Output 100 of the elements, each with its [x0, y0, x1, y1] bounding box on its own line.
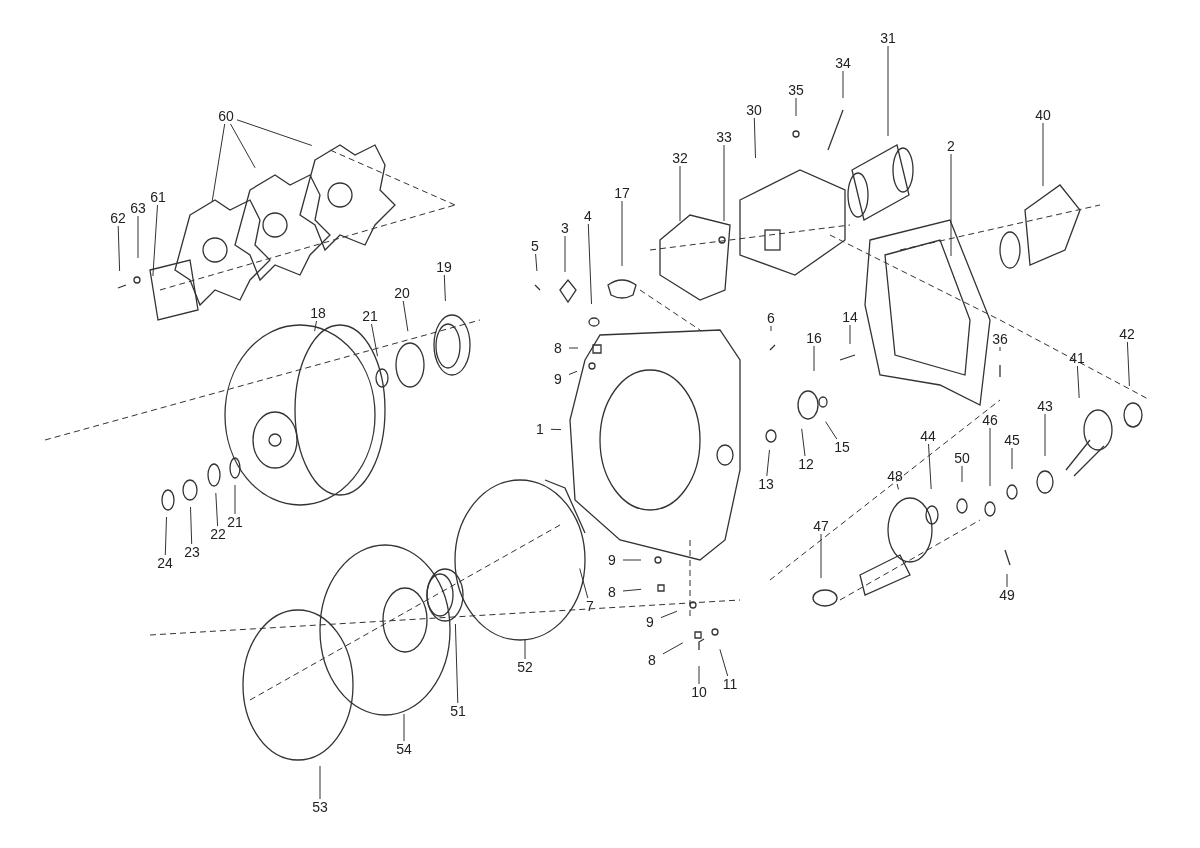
callout-number: 44	[917, 428, 939, 444]
leader-line	[314, 320, 317, 332]
callout-number: 54	[393, 741, 415, 757]
callout-number: 12	[795, 456, 817, 472]
leader-line	[550, 428, 562, 431]
leader-line	[999, 346, 1001, 352]
callout-number: 9	[639, 614, 661, 630]
leader-line	[698, 665, 700, 685]
leader-line	[319, 765, 321, 800]
leader-line	[1044, 413, 1046, 457]
leader-line	[622, 559, 642, 561]
callout-number: 51	[447, 703, 469, 719]
leader-line	[230, 123, 256, 169]
callout-number: 33	[713, 129, 735, 145]
callout-number: 3	[554, 220, 576, 236]
callout-number: 21	[359, 308, 381, 324]
callout-number: 49	[996, 587, 1018, 603]
leader-line	[719, 648, 729, 677]
leader-line	[1042, 122, 1044, 187]
leader-line	[622, 588, 642, 592]
callout-number: 62	[107, 210, 129, 226]
leader-line	[887, 45, 889, 137]
leader-line	[402, 300, 409, 332]
callout-number: 18	[307, 305, 329, 321]
callout-number: 48	[884, 468, 906, 484]
callout-number: 5	[524, 238, 546, 254]
callout-number: 13	[755, 476, 777, 492]
callout-number: 53	[309, 799, 331, 815]
leader-line	[989, 427, 991, 487]
leader-line	[211, 123, 226, 202]
callout-number: 35	[785, 82, 807, 98]
callout-number: 36	[989, 331, 1011, 347]
leader-line	[587, 223, 592, 305]
leader-line	[660, 610, 678, 619]
leader-line	[579, 568, 589, 599]
leader-line	[215, 492, 219, 527]
callout-number: 23	[181, 544, 203, 560]
callout-number: 2	[940, 138, 962, 154]
leader-line	[454, 623, 459, 704]
leader-line	[568, 370, 578, 375]
callout-number: 20	[391, 285, 413, 301]
leader-line	[568, 347, 579, 349]
callout-number: 1	[529, 421, 551, 437]
leader-line	[1126, 341, 1130, 387]
leader-line	[443, 274, 446, 302]
callout-number: 45	[1001, 432, 1023, 448]
callout-number: 11	[719, 676, 741, 692]
callout-number: 40	[1032, 107, 1054, 123]
leader-line	[662, 642, 684, 655]
leader-line	[524, 638, 526, 660]
leader-line	[679, 165, 681, 222]
callout-number: 60	[215, 108, 237, 124]
leader-line	[950, 153, 952, 257]
leader-line	[896, 483, 899, 490]
leader-line	[117, 225, 121, 272]
callout-number: 19	[433, 259, 455, 275]
leader-line	[564, 235, 566, 273]
callout-number: 10	[688, 684, 710, 700]
leader-line	[795, 97, 797, 117]
callout-number: 61	[147, 189, 169, 205]
callout-number: 14	[839, 309, 861, 325]
leader-line	[801, 428, 806, 457]
leader-line	[849, 324, 851, 345]
callout-number: 47	[810, 518, 832, 534]
callout-number: 7	[579, 598, 601, 614]
callout-number: 9	[547, 371, 569, 387]
leader-line	[766, 449, 770, 477]
callout-number: 6	[760, 310, 782, 326]
leader-line	[234, 484, 236, 515]
leader-line	[1076, 365, 1080, 399]
leader-line	[535, 253, 538, 272]
callout-number: 52	[514, 659, 536, 675]
leader-line	[137, 215, 139, 259]
callout-number: 43	[1034, 398, 1056, 414]
leader-line	[621, 200, 623, 267]
callout-number: 4	[577, 208, 599, 224]
callout-number: 32	[669, 150, 691, 166]
leader-line	[820, 533, 822, 579]
leader-line	[152, 204, 158, 277]
leader-line	[1006, 573, 1008, 588]
callout-number: 15	[831, 439, 853, 455]
callout-number: 34	[832, 55, 854, 71]
leader-line	[961, 465, 963, 483]
leader-line	[1011, 447, 1013, 470]
callout-number: 8	[641, 652, 663, 668]
leader-line	[236, 119, 313, 146]
callout-number: 41	[1066, 350, 1088, 366]
leader-line	[842, 70, 844, 99]
leader-line	[813, 345, 815, 372]
callout-number: 16	[803, 330, 825, 346]
callout-number: 8	[547, 340, 569, 356]
callout-number: 9	[601, 552, 623, 568]
leader-line	[753, 117, 756, 159]
leader-line	[825, 421, 838, 440]
callout-number: 46	[979, 412, 1001, 428]
leader-line	[371, 323, 378, 357]
callout-number: 42	[1116, 326, 1138, 342]
leader-line	[403, 713, 405, 742]
leader-line	[770, 325, 772, 332]
callout-number: 50	[951, 450, 973, 466]
